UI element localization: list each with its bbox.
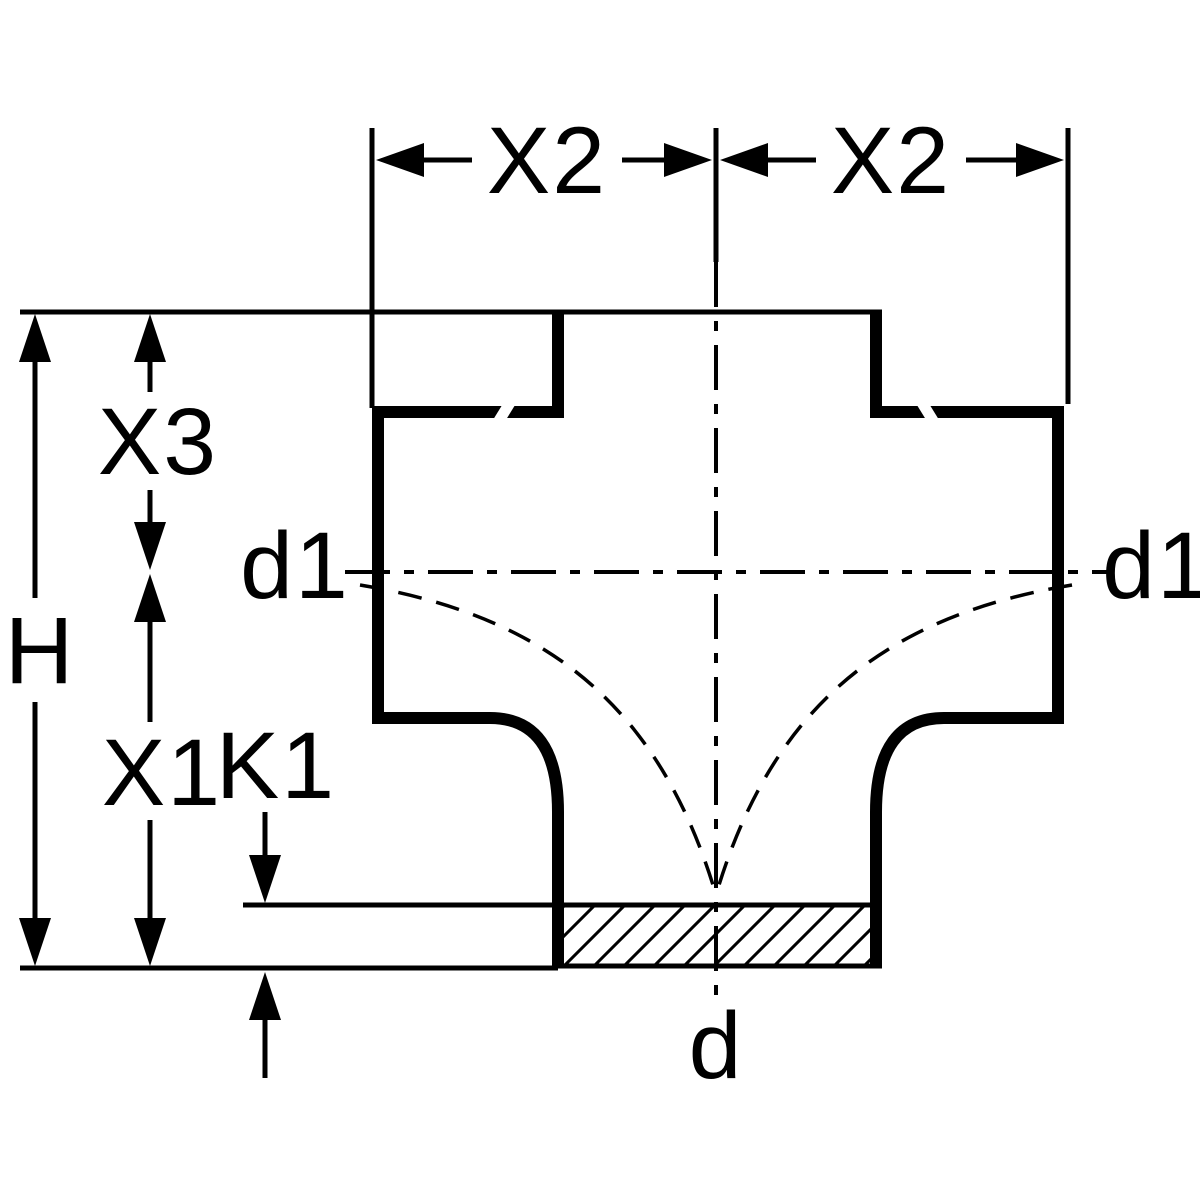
dimension-k1: K1: [216, 713, 336, 1078]
flow-line-left: [359, 583, 715, 886]
flow-line-right: [717, 583, 1073, 886]
arrowhead-down: [134, 522, 166, 570]
arrowhead-down: [19, 918, 51, 966]
dimension-x2-right: X2: [720, 108, 1064, 214]
dimension-label-x2-left: X2: [487, 108, 607, 214]
fitting-outline-left: [372, 312, 564, 968]
dimension-label-x3: X3: [98, 389, 218, 495]
reference-lines: [20, 128, 1071, 971]
arrowhead-up: [249, 972, 281, 1020]
dimension-x2-left: X2: [376, 108, 712, 214]
label-d: d: [689, 993, 744, 1099]
fitting-outline-right: [870, 312, 1064, 968]
dimension-x3: X3: [98, 314, 218, 570]
arrowhead-up: [134, 574, 166, 622]
dimension-label-k1: K1: [216, 713, 336, 819]
dimension-label-h: H: [5, 598, 76, 704]
socket-notch-left: [479, 390, 521, 448]
centerlines: [345, 128, 1108, 1002]
dimension-label-x2-right: X2: [831, 108, 951, 214]
arrowhead-down: [134, 918, 166, 966]
socket-notch-right: [911, 390, 953, 448]
arrowhead-left: [376, 143, 424, 177]
dimension-h: H: [5, 314, 76, 966]
arrowhead-left: [720, 143, 768, 177]
arrowhead-right: [664, 143, 712, 177]
arrowhead-up: [134, 314, 166, 362]
dimension-label-x1: X1: [102, 720, 222, 826]
arrowhead-up: [19, 314, 51, 362]
dimension-x1: X1: [102, 574, 222, 966]
arrowhead-down: [249, 855, 281, 903]
arrowhead-right: [1016, 143, 1064, 177]
fitting-fill: [378, 312, 1058, 968]
label-d1-left: d1: [240, 513, 350, 619]
label-d1-right: d1: [1102, 513, 1200, 619]
fitting-body: [243, 309, 1073, 969]
